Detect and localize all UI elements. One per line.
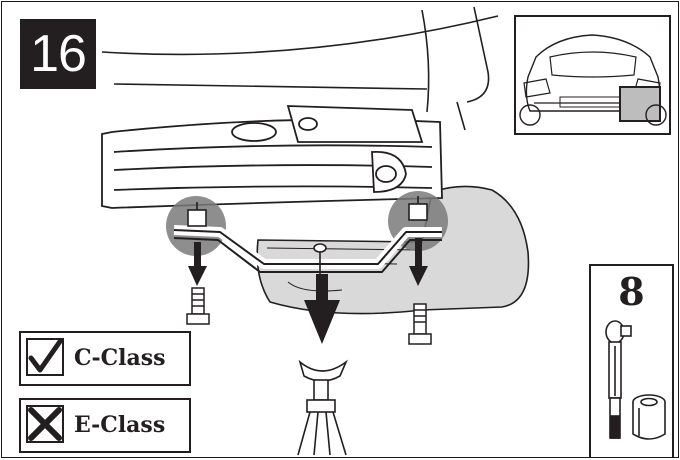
model-label: E-Class xyxy=(74,412,166,438)
hex-nut-left xyxy=(187,202,207,227)
step-number-badge: 16 xyxy=(20,19,96,89)
arrow-down-icon xyxy=(409,238,428,286)
checkmark-icon xyxy=(26,338,64,376)
support-jack xyxy=(297,243,348,456)
required-tool-panel: 8 xyxy=(589,264,674,457)
model-not-applicable-e-class: E-Class xyxy=(19,398,191,453)
cross-icon xyxy=(26,405,64,443)
vehicle-rear-overview xyxy=(514,15,671,135)
chassis-rail xyxy=(101,105,443,209)
bolt-left xyxy=(186,287,210,325)
model-label: C-Class xyxy=(74,345,166,371)
socket-wrench-icon xyxy=(605,320,666,440)
bolt-right xyxy=(408,303,432,345)
arrow-down-icon xyxy=(188,242,207,286)
model-applicable-c-class: C-Class xyxy=(19,331,191,386)
tool-size-label: 8 xyxy=(618,269,645,314)
arrow-down-icon xyxy=(304,274,340,344)
hex-nut-right xyxy=(408,196,428,221)
vehicle-body-outline xyxy=(101,6,499,131)
